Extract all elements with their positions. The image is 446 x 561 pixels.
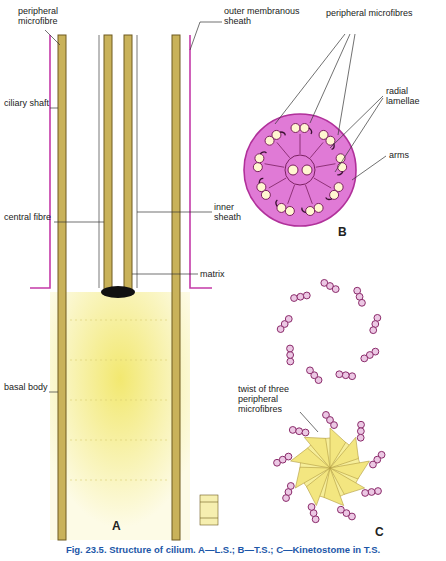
microfibre bbox=[253, 163, 262, 172]
microfibre bbox=[257, 183, 266, 192]
microfibre bbox=[359, 299, 366, 306]
microfibre bbox=[255, 154, 264, 163]
microfibre bbox=[314, 203, 323, 212]
triplet-rings bbox=[274, 279, 385, 522]
arm bbox=[326, 198, 332, 200]
radial-lamella bbox=[314, 178, 331, 188]
arm bbox=[276, 200, 277, 206]
microfibre bbox=[296, 428, 303, 435]
microfibre bbox=[306, 207, 315, 216]
microfibre bbox=[368, 489, 375, 496]
part-label: inner sheath bbox=[214, 202, 254, 222]
microfibre bbox=[308, 504, 315, 511]
arm bbox=[302, 208, 306, 213]
figure-caption: Fig. 23.5. Structure of cilium. A—L.S.; … bbox=[66, 545, 380, 555]
arm bbox=[280, 132, 285, 135]
radial-lamella bbox=[277, 142, 290, 157]
microfibre bbox=[337, 506, 344, 513]
microfibre bbox=[287, 358, 294, 365]
microfibre bbox=[291, 295, 298, 302]
part-label: outer membranous sheath bbox=[224, 6, 310, 26]
microfibre bbox=[307, 367, 314, 374]
radial-lamella bbox=[300, 134, 301, 154]
radial-lamella bbox=[316, 164, 336, 167]
part-label: matrix bbox=[200, 269, 250, 279]
microfibre bbox=[302, 429, 309, 436]
doublet-ring bbox=[253, 124, 346, 216]
pinwheel-blade bbox=[304, 437, 330, 468]
microfibre bbox=[375, 488, 382, 495]
microfibre bbox=[338, 163, 347, 172]
arm bbox=[259, 178, 263, 183]
microfibre bbox=[357, 428, 364, 435]
microfibre bbox=[289, 427, 296, 434]
radial-lamella bbox=[269, 178, 286, 188]
microfibre bbox=[362, 490, 369, 497]
central-fibre bbox=[302, 165, 312, 175]
microfibre bbox=[342, 372, 349, 379]
part-label: basal body bbox=[4, 382, 48, 392]
figure-letter: B bbox=[338, 226, 358, 239]
microfibre bbox=[303, 292, 310, 299]
radial-lamella bbox=[310, 142, 323, 157]
pinwheel-blade bbox=[295, 467, 330, 488]
part-label: peripheral microfibre bbox=[18, 6, 88, 26]
microfibre bbox=[330, 190, 339, 199]
figure-letter: C bbox=[375, 526, 395, 539]
microfibre bbox=[287, 483, 294, 490]
microfibre bbox=[361, 355, 368, 362]
microfibre bbox=[287, 352, 294, 359]
microfibre bbox=[336, 371, 343, 378]
arm bbox=[337, 172, 343, 175]
part-label: radial lamellae bbox=[386, 86, 442, 106]
microfibre bbox=[285, 453, 292, 460]
microfibre bbox=[277, 203, 286, 212]
microfibre bbox=[272, 130, 281, 139]
radial-lamella bbox=[288, 185, 295, 204]
arm bbox=[309, 128, 312, 134]
part-label: twist of three peripheral microfibres bbox=[238, 384, 318, 414]
radial-lamella bbox=[305, 185, 312, 204]
part-label: central fibre bbox=[4, 212, 54, 222]
microfibre bbox=[370, 461, 377, 468]
part-label: peripheral microfibres bbox=[326, 8, 416, 18]
pinwheel-blade bbox=[330, 437, 358, 468]
microfibre bbox=[300, 124, 309, 133]
microfibre bbox=[285, 207, 294, 216]
microfibre bbox=[332, 286, 339, 293]
microfibre bbox=[297, 293, 304, 300]
microfibre bbox=[370, 327, 377, 334]
part-label: arms bbox=[389, 150, 429, 160]
microfibre bbox=[287, 345, 294, 352]
microfibre bbox=[349, 373, 356, 380]
part-label: ciliary shaft bbox=[4, 98, 50, 108]
figure-letter: A bbox=[112, 520, 132, 533]
central-fibre bbox=[288, 165, 298, 175]
microfibre bbox=[291, 124, 300, 133]
microfibre bbox=[357, 434, 364, 441]
radial-lamella bbox=[265, 164, 285, 167]
microfibre bbox=[358, 421, 365, 428]
microfibre bbox=[285, 316, 292, 323]
arm bbox=[260, 152, 266, 154]
microfibre bbox=[331, 422, 338, 429]
